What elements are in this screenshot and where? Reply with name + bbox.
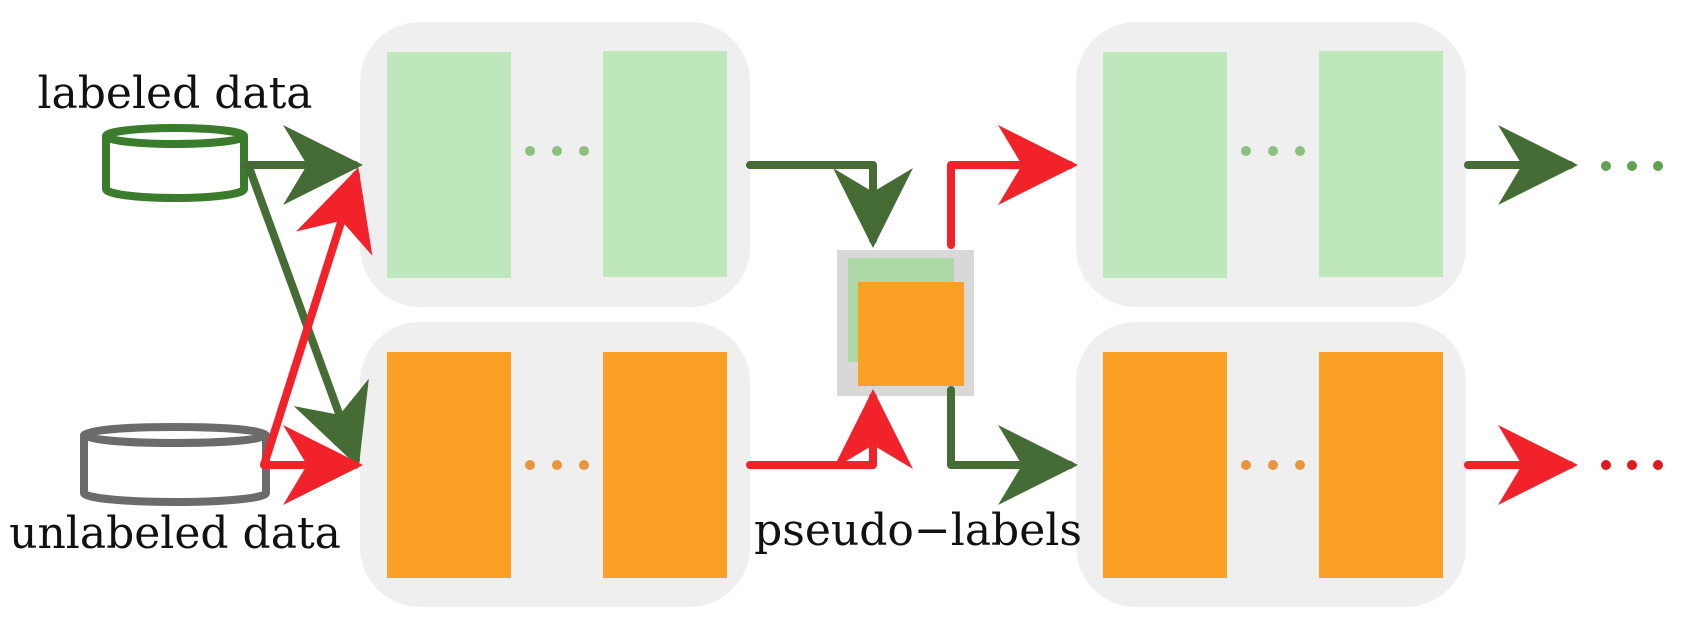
labeled-block xyxy=(1319,51,1443,277)
arrow-merge-to-model2-top xyxy=(947,125,1078,249)
labeled-block xyxy=(603,51,727,277)
ellipsis-dots xyxy=(1601,161,1663,171)
unlabeled-data-database-icon xyxy=(80,423,270,506)
ellipsis-dots xyxy=(525,146,589,156)
unlabeled-block xyxy=(1103,352,1227,578)
merge-unlabeled-square xyxy=(858,282,964,386)
arrow-model1-to-merge-bottom xyxy=(746,389,913,469)
pseudo-labels-label: pseudo−labels xyxy=(754,505,1082,556)
labeled-block xyxy=(1103,52,1227,278)
ellipsis-dots xyxy=(1241,146,1305,156)
ellipsis-dots xyxy=(525,460,589,470)
unlabeled-block xyxy=(603,352,727,578)
unlabeled-block xyxy=(387,352,511,578)
arrow-model1-to-merge xyxy=(746,161,913,248)
unlabeled-data-label: unlabeled data xyxy=(9,508,341,559)
labeled-data-label: labeled data xyxy=(37,68,312,119)
labeled-data-database-icon xyxy=(102,124,248,202)
ellipsis-dots xyxy=(1601,460,1663,470)
unlabeled-block xyxy=(1319,352,1443,578)
red-arrows xyxy=(260,125,1578,505)
arrow-merge-to-model2-bottom xyxy=(947,386,1078,505)
green-arrows xyxy=(242,125,1578,505)
ellipsis-dots xyxy=(1241,460,1305,470)
arrow-labeled-to-model1-bottom xyxy=(246,166,369,468)
labeled-block xyxy=(387,52,511,278)
arrow-unlabeled-to-model1-top xyxy=(260,167,373,469)
